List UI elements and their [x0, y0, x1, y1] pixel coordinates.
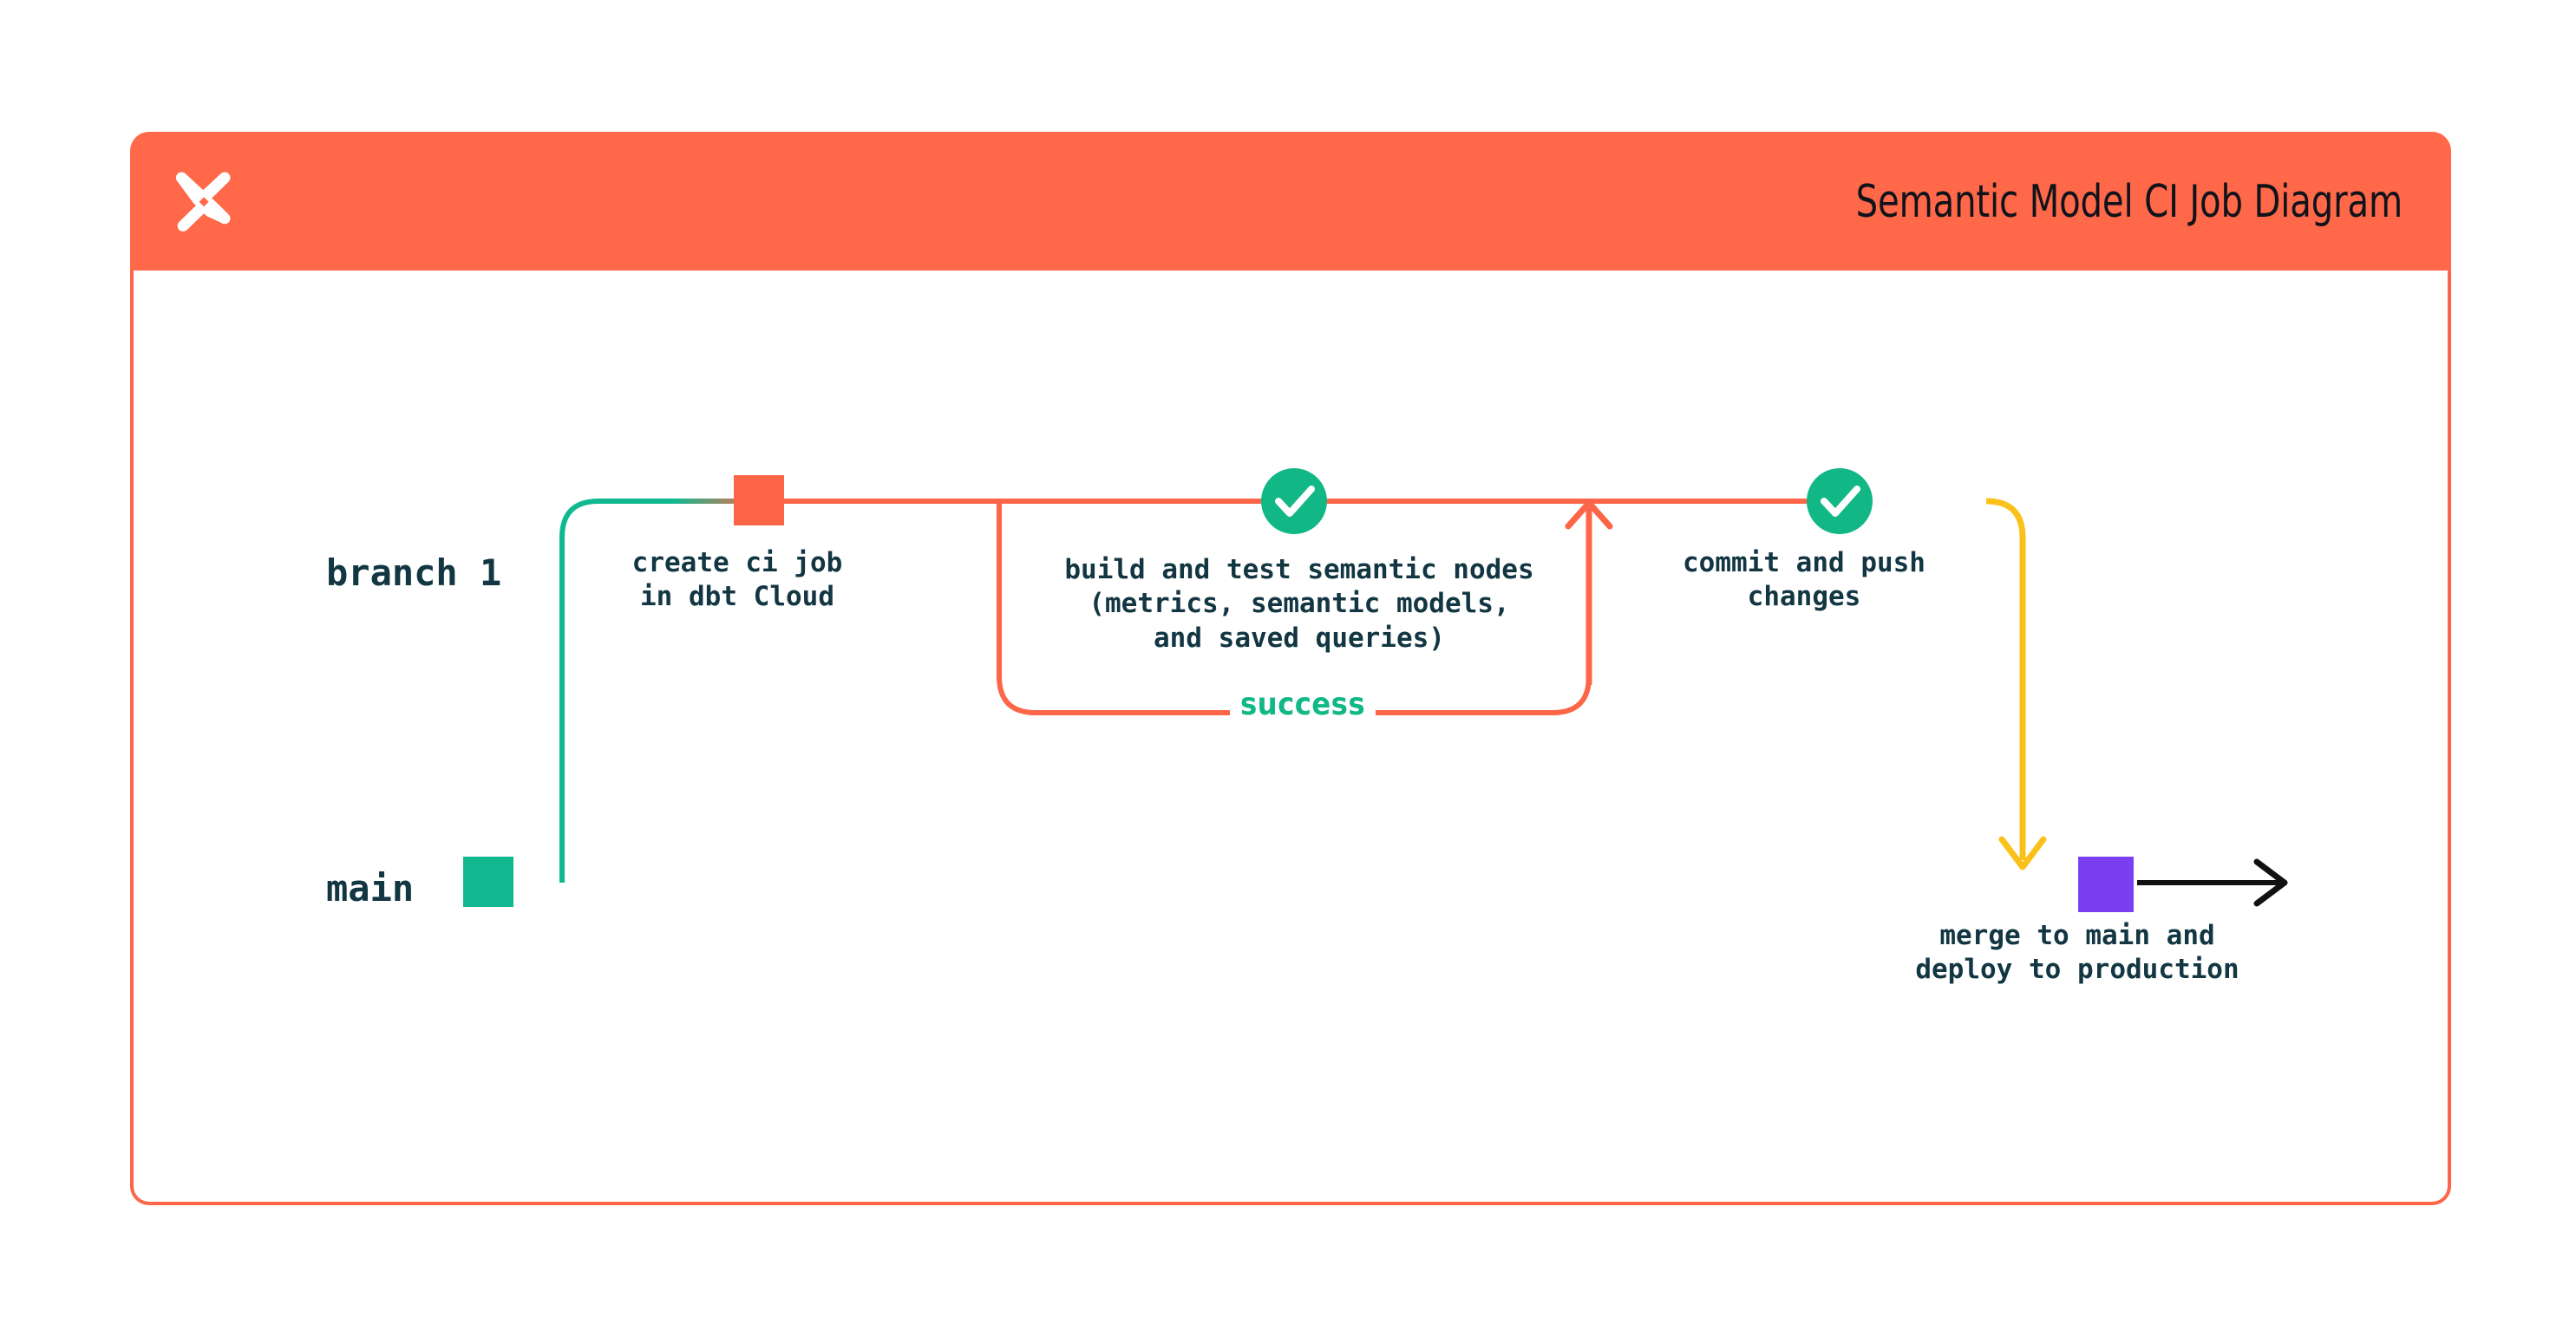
node-label-build-and-test: build and test semantic nodes (metrics, … — [1064, 554, 1534, 654]
card-header: Semantic Model CI Job Diagram — [130, 132, 2451, 272]
dbt-logo-icon — [167, 165, 241, 239]
node-label-merge-to-main: merge to main and deploy to production — [1915, 920, 2239, 986]
node-label-create-ci-job: create ci job in dbt Cloud — [631, 547, 843, 613]
node-label-commit-and-push: commit and push changes — [1683, 547, 1925, 613]
branch-label-branch1: branch 1 — [326, 551, 502, 594]
page-title: Semantic Model CI Job Diagram — [1855, 176, 2403, 228]
card-body — [130, 271, 2451, 1205]
edge-label-success: success — [1230, 687, 1376, 722]
branch-label-main: main — [326, 867, 415, 910]
diagram-card: Semantic Model CI Job Diagram — [130, 132, 2451, 1205]
